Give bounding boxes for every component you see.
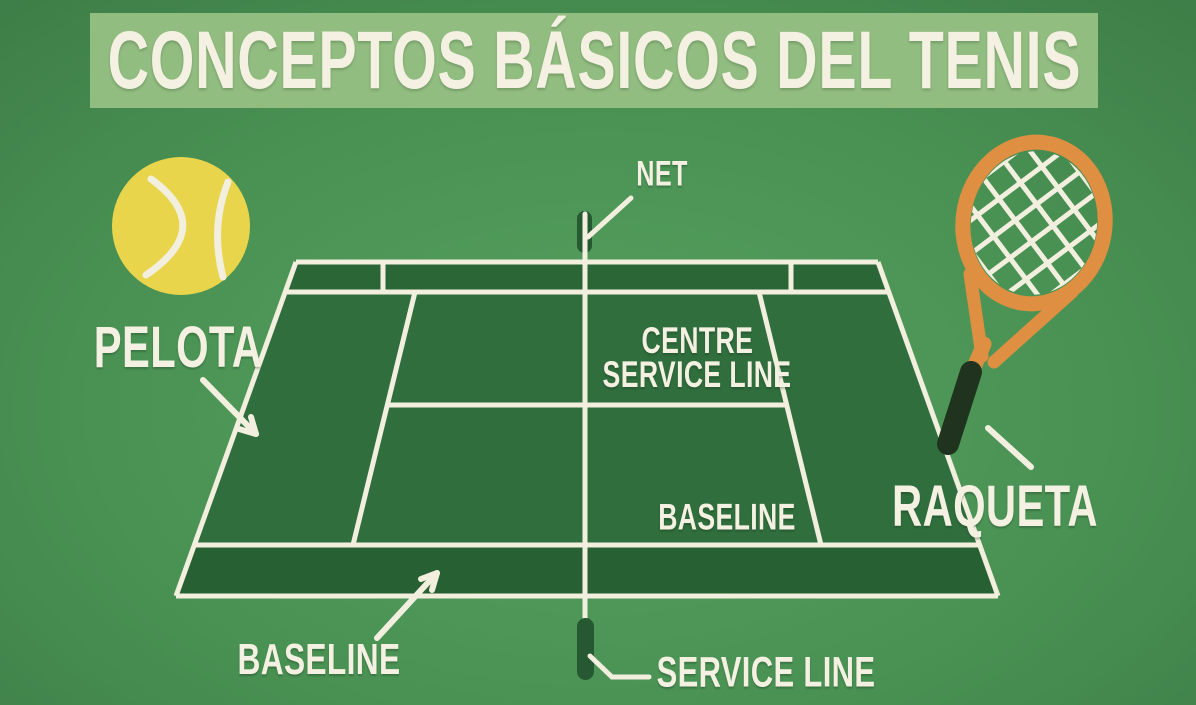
service-line-connector — [587, 653, 652, 680]
baseline-arrow — [374, 570, 440, 641]
pelota-arrow — [200, 377, 259, 437]
right-doubles-sideline — [875, 261, 1001, 597]
right-singles-sideline — [756, 291, 824, 546]
net-pointer-line — [585, 195, 634, 240]
raqueta-label: RAQUETA — [892, 474, 1098, 539]
ball-seam-right — [214, 178, 232, 281]
annotation-pointers — [200, 195, 1034, 680]
net-label: NET — [636, 154, 688, 194]
centre-service-line-label: CENTRE SERVICE LINE — [602, 320, 792, 395]
racket-head — [955, 134, 1113, 312]
baseline-far-label: BASELINE — [658, 496, 796, 538]
racket-grip — [937, 361, 982, 455]
title-banner: CONCEPTOS BÁSICOS DEL TENIS — [90, 13, 1098, 108]
racket-frame — [955, 134, 1113, 380]
raqueta-pointer-line — [985, 425, 1034, 470]
pelota-label: PELOTA — [93, 315, 263, 380]
ball-seams — [142, 175, 232, 281]
court-lines — [173, 211, 1001, 623]
service-line-label: SERVICE LINE — [656, 648, 876, 697]
left-singles-sideline — [350, 291, 418, 546]
service-line-post-icon — [577, 618, 594, 680]
tennis-ball-icon — [112, 157, 250, 295]
racket-throat-right — [987, 285, 1079, 369]
baseline-near-label: BASELINE — [237, 635, 401, 684]
ball-seam-left — [142, 175, 187, 279]
page-title: CONCEPTOS BÁSICOS DEL TENIS — [107, 14, 1081, 106]
tennis-court-diagram — [173, 211, 1001, 680]
